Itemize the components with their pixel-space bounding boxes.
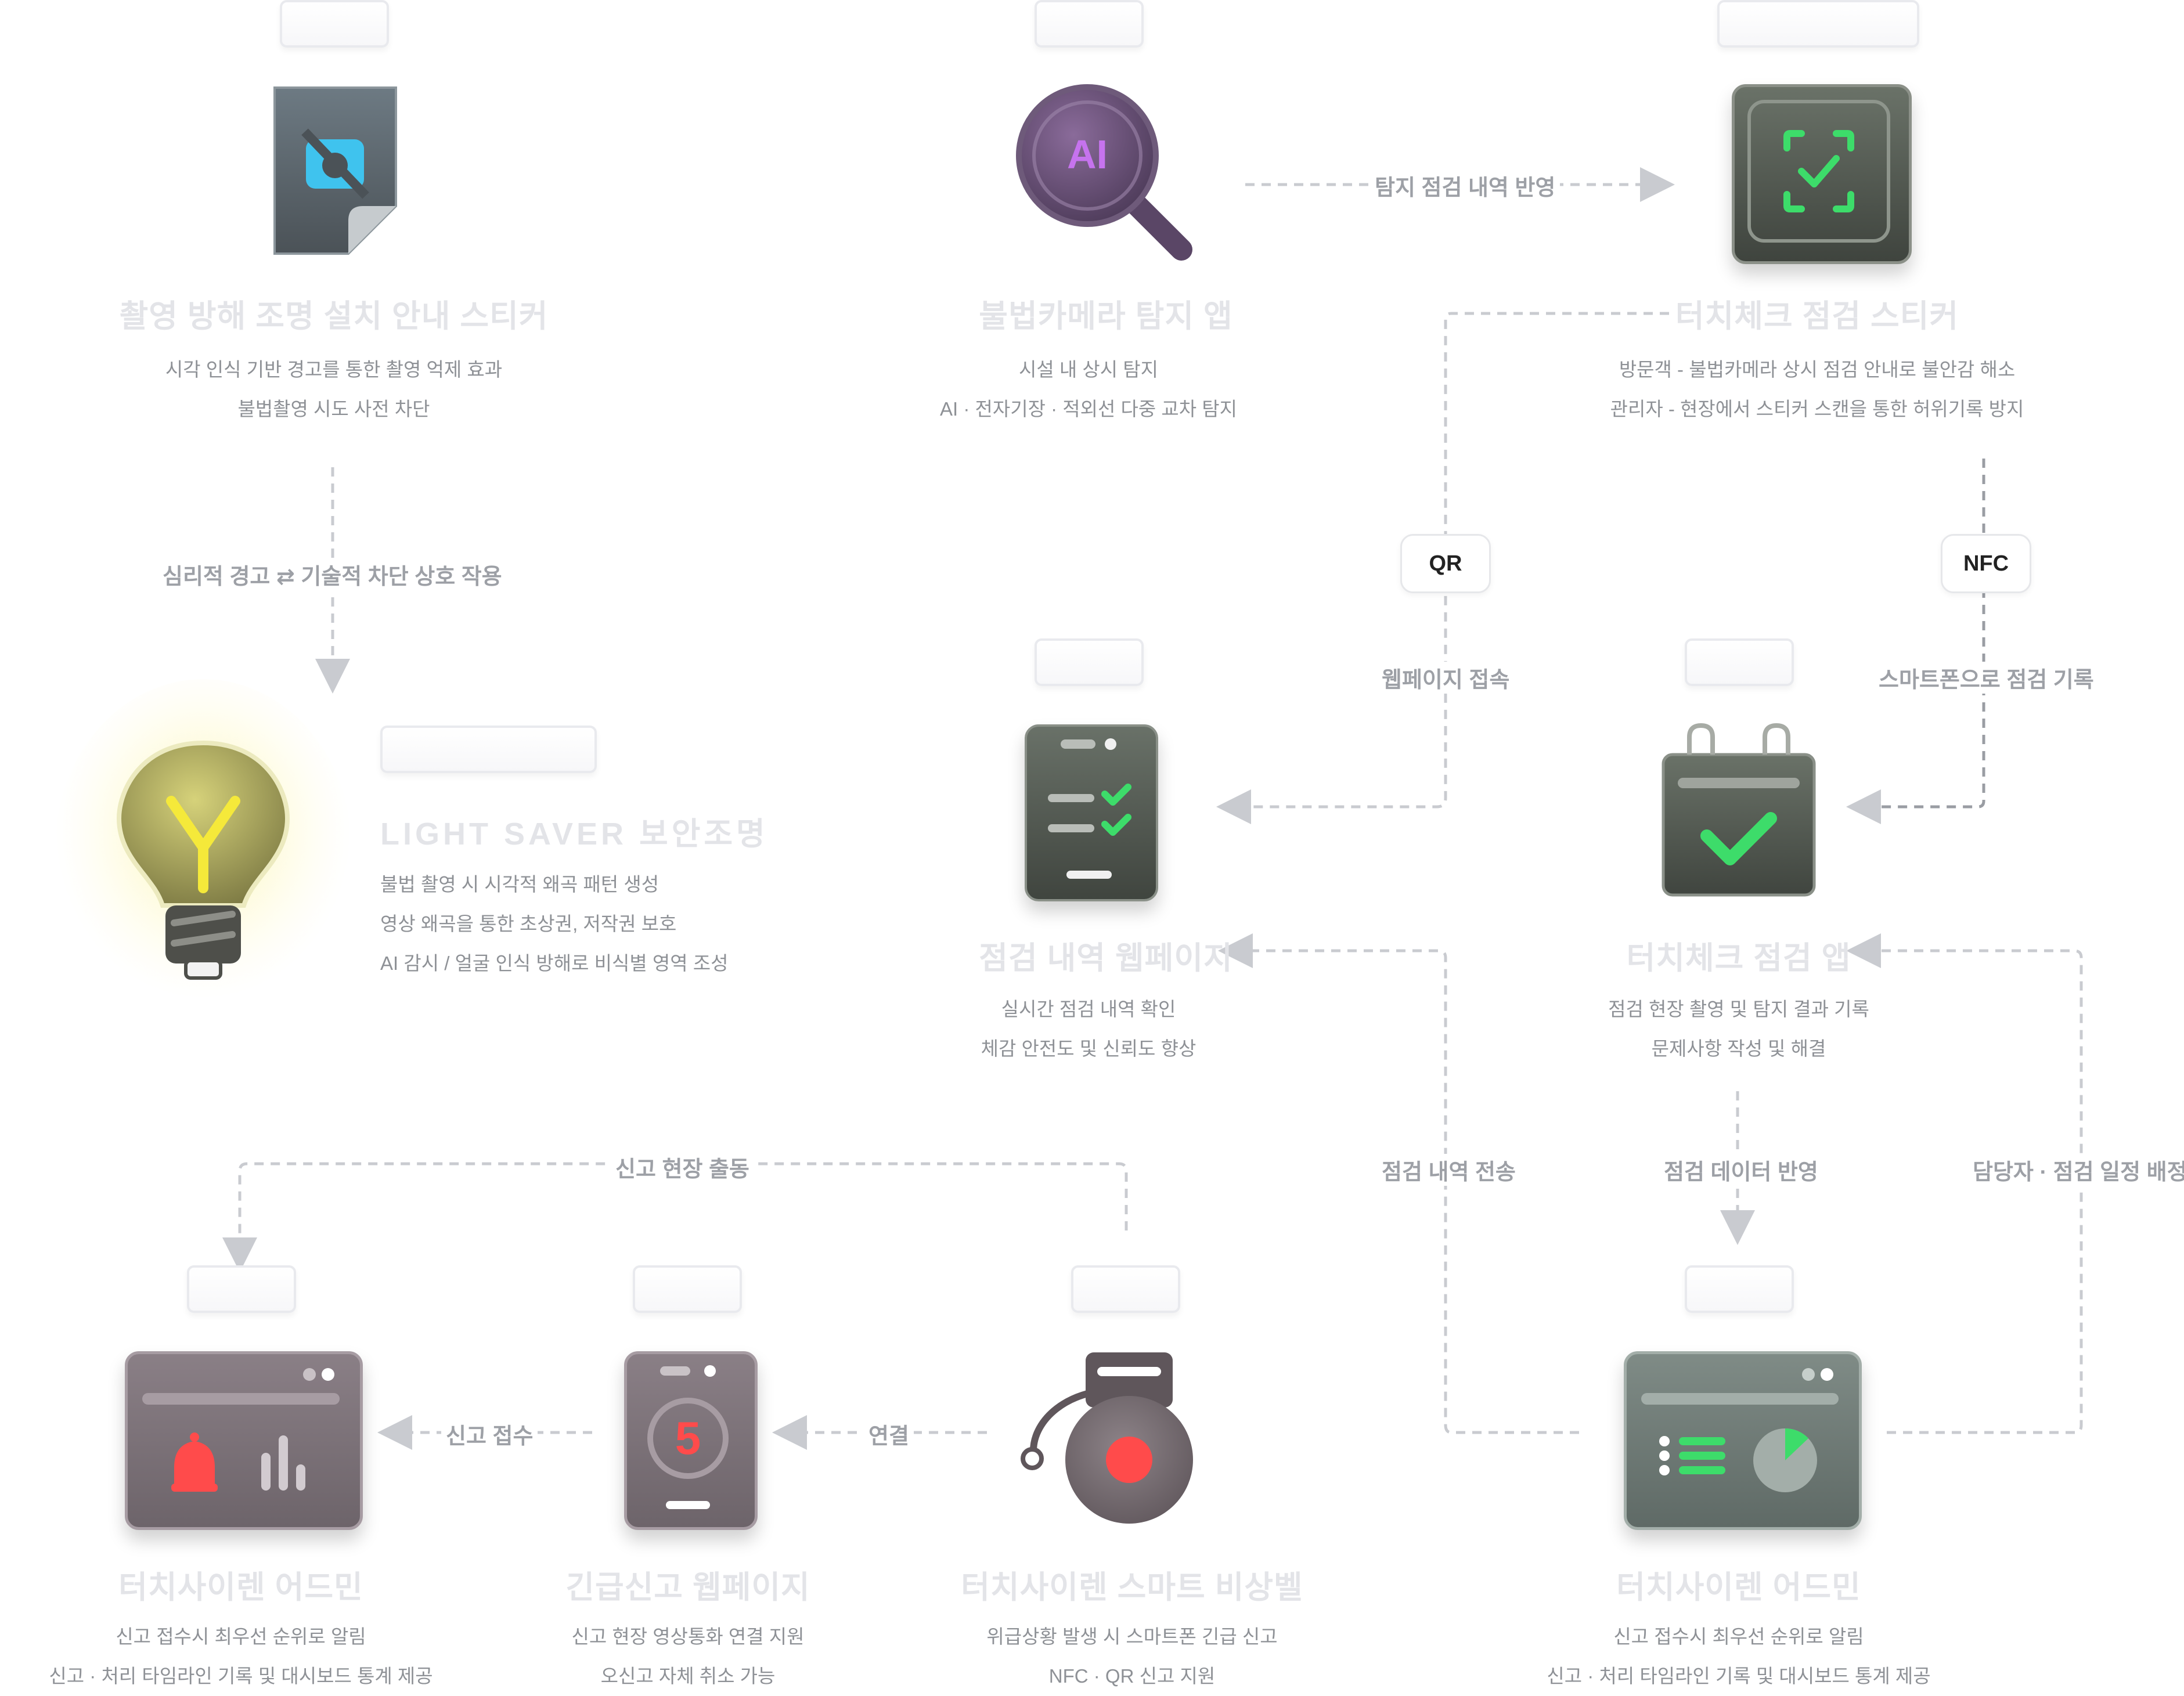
lightbulb-icon (55, 673, 351, 1016)
node-title: 터치체크 점검 앱 (1626, 941, 1851, 976)
desc-line: 문제사항 작성 및 해결 (1651, 1038, 1826, 1059)
node-title: 터치사이렌 스마트 비상벨 (961, 1570, 1303, 1605)
node-desc: 방문객 - 불법카메라 상시 점검 안내로 불안감 해소 관리자 - 현장에서 … (1567, 350, 2067, 429)
node-title: LIGHT SAVER 보안조명 (380, 817, 769, 851)
edge-label-history-send: 점검 내역 전송 (1377, 1154, 1520, 1186)
desc-line: NFC · QR 신고 지원 (1048, 1665, 1216, 1687)
edge-label-mutual: 심리적 경고 ⇄ 기술적 차단 상호 작용 (158, 558, 507, 590)
desc-line: 위급상황 발생 시 스마트폰 긴급 신고 (986, 1626, 1278, 1647)
node-desc: 신고 접수시 최우선 순위로 알림 신고 · 처리 타임라인 기록 및 대시보드… (1509, 1617, 1968, 1696)
edge-nfc (1846, 459, 1985, 824)
desc-line: AI 감시 / 얼굴 인식 방해로 비식별 영역 조성 (380, 952, 729, 974)
tag-placeholder (1035, 638, 1144, 686)
node-desc: 신고 접수시 최우선 순위로 알림 신고 · 처리 타임라인 기록 및 대시보드… (12, 1617, 470, 1696)
sticker-icon (270, 84, 401, 258)
tag-placeholder (1035, 0, 1144, 48)
node-desc: 점검 현장 촬영 및 탐지 결과 기록 문제사항 작성 및 해결 (1521, 990, 1956, 1069)
desc-line: 불법촬영 시도 사전 차단 (237, 398, 430, 420)
node-desc: 시각 인식 기반 경고를 통한 촬영 억제 효과 불법촬영 시도 사전 차단 (0, 350, 668, 429)
qr-pill: QR (1400, 534, 1491, 593)
desc-line: 불법 촬영 시 시각적 왜곡 패턴 생성 (380, 874, 659, 895)
phone-sos-icon: 5 (624, 1351, 758, 1530)
node-title: 터치체크 점검 스티커 (1675, 299, 1959, 334)
desc-line: AI · 전자기장 · 적외선 다중 교차 탐지 (939, 398, 1238, 420)
desc-line: 신고 · 처리 타임라인 기록 및 대시보드 통계 제공 (49, 1665, 433, 1687)
edge-label-connect: 연결 (864, 1418, 914, 1450)
desc-line: 시각 인식 기반 경고를 통한 촬영 억제 효과 (165, 359, 503, 380)
desc-line: 오신고 자체 취소 가능 (600, 1665, 776, 1687)
tag-placeholder (280, 0, 389, 48)
desc-line: 관리자 - 현장에서 스티커 스캔을 통한 허위기록 방지 (1610, 398, 2024, 420)
desc-line: 신고 현장 영상통화 연결 지원 (571, 1626, 805, 1647)
desc-line: 체감 안전도 및 신뢰도 향상 (981, 1038, 1196, 1059)
phone-digit: 5 (675, 1412, 701, 1464)
edge-label-receive: 신고 접수 (441, 1418, 538, 1450)
edge-label-detect-reflect: 탐지 점검 내역 반영 (1370, 169, 1560, 201)
desc-line: 점검 현장 촬영 및 탐지 결과 기록 (1608, 998, 1869, 1020)
node-desc: 실시간 점검 내역 확인 체감 안전도 및 신뢰도 향상 (871, 990, 1306, 1069)
edge-label-smartphone-record: 스마트폰으로 점검 기록 (1874, 662, 2099, 694)
nfc-pill: NFC (1941, 534, 2031, 593)
desc-line: 방문객 - 불법카메라 상시 점검 안내로 불안감 해소 (1619, 359, 2016, 380)
desc-line: 실시간 점검 내역 확인 (1001, 998, 1176, 1020)
edge-label-schedule: 담당자 · 점검 일정 배정 (1968, 1154, 2184, 1186)
node-desc: 신고 현장 영상통화 연결 지원 오신고 자체 취소 가능 (470, 1617, 906, 1696)
clipboard-icon (1025, 724, 1158, 901)
desc-line: 영상 왜곡을 통한 초상권, 저작권 보호 (380, 913, 677, 934)
desc-line: 신고 접수시 최우선 순위로 알림 (116, 1626, 366, 1647)
edge-label-dispatch: 신고 현장 출동 (611, 1151, 754, 1183)
scan-check-icon (1732, 84, 1912, 264)
desc-line: 신고 접수시 최우선 순위로 알림 (1613, 1626, 1864, 1647)
node-desc: 위급상황 발생 시 스마트폰 긴급 신고 NFC · QR 신고 지원 (888, 1617, 1376, 1696)
tag-placeholder (1685, 1265, 1794, 1313)
node-desc: 불법 촬영 시 시각적 왜곡 패턴 생성 영상 왜곡을 통한 초상권, 저작권 … (380, 865, 728, 983)
desc-line: 시설 내 상시 탐지 (1018, 359, 1159, 380)
tag-placeholder (1071, 1265, 1180, 1313)
edge-label-data-reflect: 점검 데이터 반영 (1659, 1154, 1823, 1186)
node-title: 촬영 방해 조명 설치 안내 스티커 (119, 299, 549, 334)
tag-placeholder (380, 726, 597, 773)
edge-label-web-access: 웹페이지 접속 (1377, 662, 1515, 694)
desc-line: 신고 · 처리 타임라인 기록 및 대시보드 통계 제공 (1547, 1665, 1931, 1687)
ai-magnifier-icon: AI (1013, 81, 1199, 267)
node-title: 터치사이렌 어드민 (1616, 1570, 1861, 1605)
tag-placeholder (633, 1265, 742, 1313)
tag-placeholder (1717, 0, 1919, 48)
node-title: 터치사이렌 어드민 (118, 1570, 363, 1605)
dashboard-alert-icon (125, 1351, 363, 1530)
node-title: 불법카메라 탐지 앱 (979, 299, 1233, 334)
node-desc: 시설 내 상시 탐지 AI · 전자기장 · 적외선 다중 교차 탐지 (871, 350, 1306, 429)
ai-badge: AI (1067, 132, 1108, 177)
alarm-bell-icon (1016, 1349, 1196, 1524)
tag-placeholder (187, 1265, 296, 1313)
tag-placeholder (1685, 638, 1794, 686)
node-title: 점검 내역 웹페이지 (979, 941, 1233, 976)
node-title: 긴급신고 웹페이지 (565, 1570, 810, 1605)
dashboard-chart-icon (1624, 1351, 1862, 1530)
calendar-check-icon (1657, 720, 1820, 900)
